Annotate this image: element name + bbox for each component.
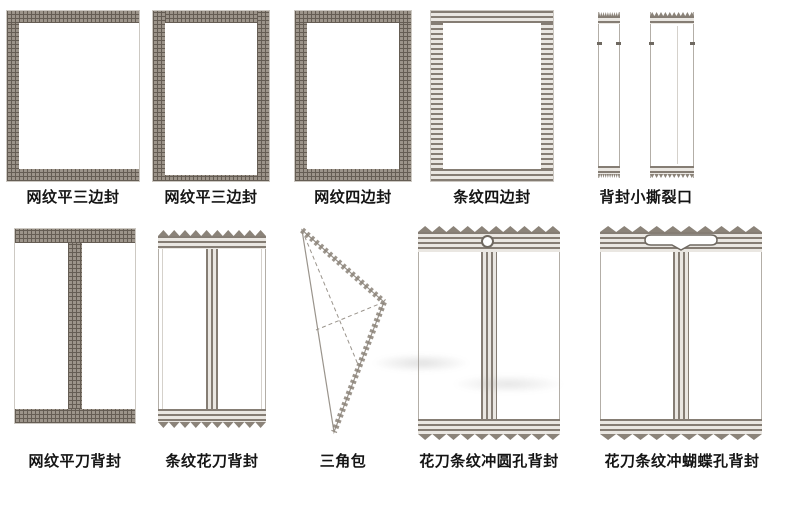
back-seal-strip: [68, 243, 82, 409]
seal-top: [431, 11, 553, 23]
seal-bottom: [598, 166, 620, 174]
diagram-tear-notch-sachet-wide: [649, 12, 695, 178]
seal-top: [650, 16, 694, 24]
label-mesh-three-side-seal-a: 网纹平三边封: [26, 189, 120, 206]
tear-notch-right: [616, 42, 621, 45]
seal-left: [153, 11, 165, 181]
back-seal-strip: [206, 249, 218, 409]
fold-line-2: [315, 301, 385, 331]
bag-edge-right: [693, 12, 694, 178]
back-seal-strip: [673, 252, 689, 419]
label-mesh-four-side-seal: 网纹四边封: [314, 189, 392, 206]
gusset-line-left: [162, 249, 163, 409]
seal-right: [257, 11, 269, 181]
label-round-hole-back-seal: 花刀条纹冲圆孔背封: [419, 453, 559, 470]
serrated-seal-top-edge: [300, 227, 386, 305]
seal-bottom: [418, 419, 560, 434]
label-triangle-pack: 三角包: [319, 453, 367, 470]
seal-left: [7, 23, 19, 169]
seal-bottom: [295, 169, 411, 181]
tear-notch-right: [690, 42, 695, 45]
back-seal-line: [677, 26, 678, 164]
diagram-mesh-four-side-seal: [294, 10, 412, 182]
bag-edge-right: [761, 232, 762, 434]
seal-top: [165, 11, 257, 23]
diagram-stripe-four-side-seal: [430, 10, 554, 182]
serrated-edge-bottom: [600, 434, 762, 440]
diagram-triangle-pack: [290, 222, 396, 437]
seal-top: [15, 229, 135, 243]
bag-edge-left: [600, 232, 601, 434]
fold-line-1: [301, 229, 360, 368]
seal-right: [541, 23, 553, 169]
bag-edge-right: [265, 236, 266, 422]
back-seal-strip: [481, 252, 497, 419]
triangle-pack-drawing: [300, 227, 387, 435]
serrated-edge-bottom: [158, 422, 266, 428]
seal-left: [295, 23, 307, 169]
seal-top: [158, 236, 266, 249]
serrated-seal-right-edge: [331, 300, 387, 434]
seal-bottom: [158, 409, 266, 422]
seal-top: [7, 11, 139, 23]
serrated-edge-bottom: [598, 174, 620, 178]
bag-edge-right: [559, 232, 560, 434]
label-stripe-four-side-seal: 条纹四边封: [453, 189, 531, 206]
serrated-edge-bottom: [650, 174, 694, 178]
bag-edge-left: [158, 236, 159, 422]
label-mesh-flat-cut-back-seal: 网纹平刀背封: [28, 453, 122, 470]
seal-bottom: [7, 169, 139, 181]
diagram-round-hole-back-seal: [418, 226, 560, 440]
diagram-mesh-three-side-seal-b: [152, 10, 270, 182]
bag-edge-left: [598, 12, 599, 178]
tear-notch-left: [597, 42, 602, 45]
butterfly-hang-hole: [644, 234, 718, 251]
tear-notch-left: [649, 42, 654, 45]
label-butterfly-hole-back-seal: 花刀条纹冲蝴蝶孔背封: [604, 453, 760, 470]
label-mesh-three-side-seal-b: 网纹平三边封: [164, 189, 258, 206]
fold-bottom: [165, 175, 257, 181]
seal-bottom: [15, 409, 135, 423]
bag-edge-left: [650, 12, 651, 178]
seal-left: [431, 23, 443, 169]
round-hang-hole: [481, 235, 494, 248]
seal-bottom: [431, 169, 553, 181]
seal-top: [295, 11, 411, 23]
seal-top: [598, 16, 620, 24]
bag-edge-left: [418, 232, 419, 434]
serrated-edge-bottom: [418, 434, 560, 440]
diagram-stripe-serrated-back-seal: [158, 230, 266, 428]
diagram-tear-notch-sachet-narrow: [597, 12, 621, 178]
seal-bottom: [650, 166, 694, 174]
diagram-mesh-flat-cut-back-seal: [14, 228, 136, 424]
diagram-butterfly-hole-back-seal: [600, 226, 762, 440]
diagram-mesh-three-side-seal-a: [6, 10, 140, 182]
label-stripe-serrated-back-seal: 条纹花刀背封: [165, 453, 259, 470]
label-tear-notch: 背封小撕裂口: [599, 189, 693, 206]
bag-edge-right: [619, 12, 620, 178]
seal-bottom: [600, 419, 762, 434]
seal-right: [399, 23, 411, 169]
gusset-line-right: [261, 249, 262, 409]
